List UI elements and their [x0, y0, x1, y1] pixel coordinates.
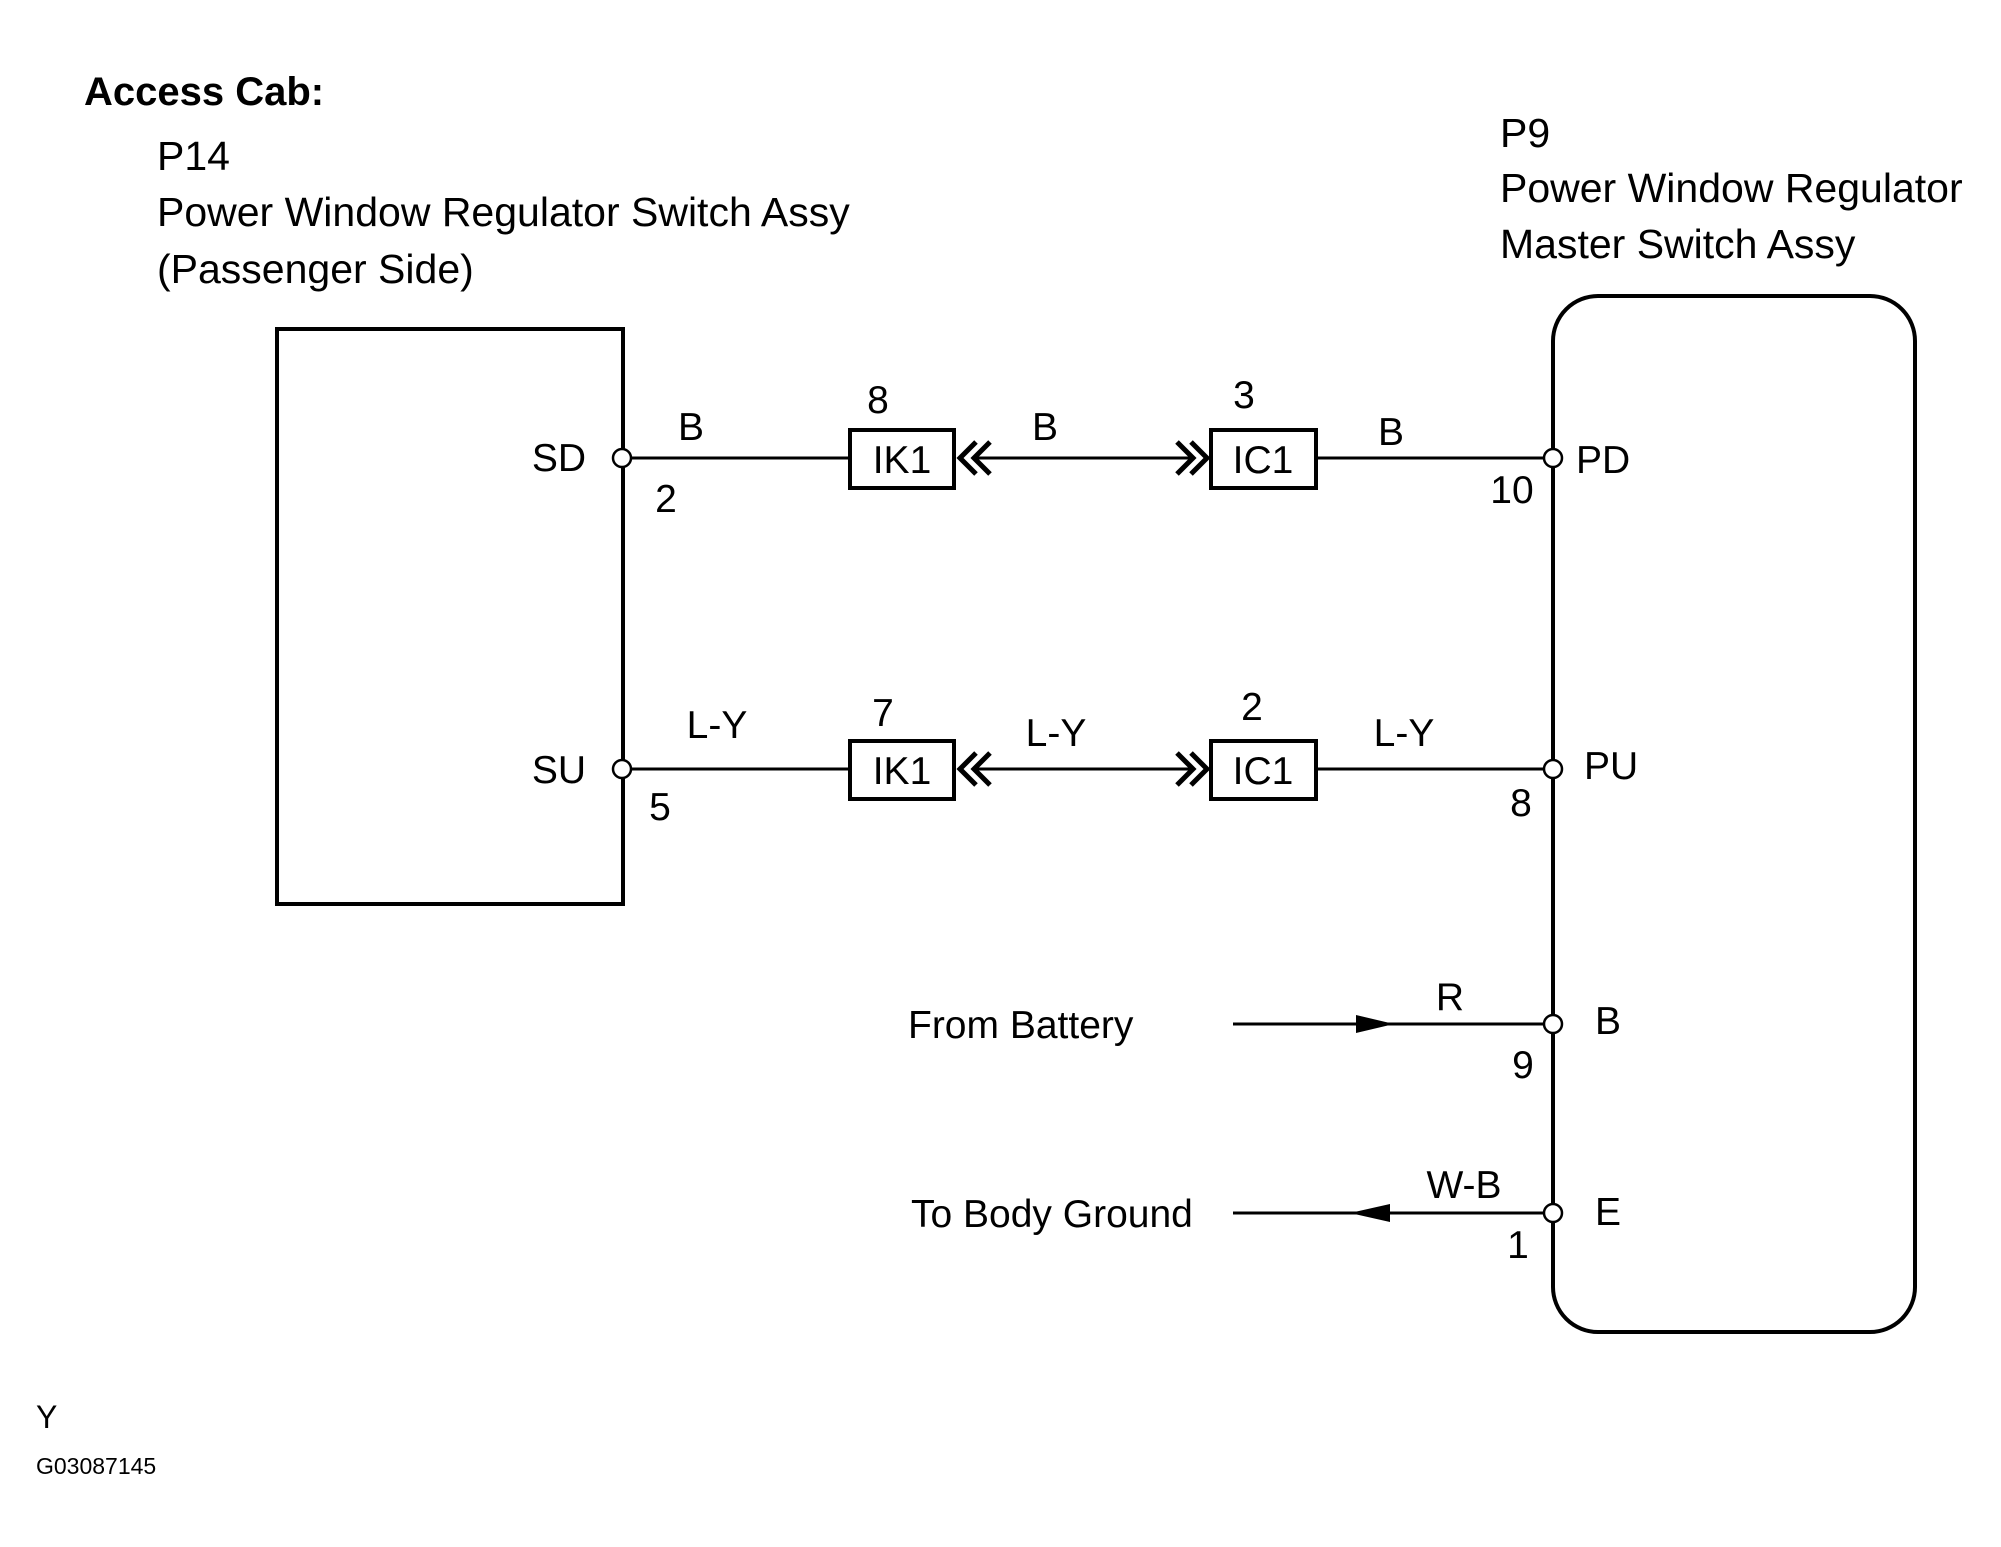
terminal-label-pu: PU: [1584, 745, 1638, 788]
terminal-label-su: SU: [532, 749, 586, 792]
ic1-pin-number: 3: [1233, 374, 1255, 417]
power-feed: From Battery R 9 B: [908, 976, 1621, 1087]
arrow-left-icon: [1350, 1204, 1390, 1222]
circuit-su-pu: IK1 IC1 SU L-Y 5 7 L-Y 2 L-Y 8 PU: [532, 686, 1638, 829]
right-component-code: P9: [1500, 110, 1550, 156]
terminal-pd: [1542, 447, 1564, 469]
terminal-label-b: B: [1595, 1000, 1621, 1043]
terminal-pu: [1542, 758, 1564, 780]
ic1-connector-label: IC1: [1233, 439, 1294, 482]
wire-color-right: L-Y: [1374, 712, 1435, 755]
ic1-connector-label: IC1: [1233, 750, 1294, 793]
pin-number-right: 10: [1490, 469, 1533, 512]
terminal-e: [1542, 1202, 1564, 1224]
terminal-b: [1542, 1013, 1564, 1035]
male-connector-chevron: [1175, 440, 1197, 476]
figure-id: G03087145: [36, 1453, 156, 1479]
right-component-name-line2: Master Switch Assy: [1500, 221, 1856, 267]
ik1-pin-number: 8: [867, 379, 889, 422]
terminal-label-e: E: [1595, 1191, 1621, 1234]
pin-number-left: 2: [655, 478, 677, 521]
ik1-pin-number: 7: [872, 692, 894, 735]
pin-number-left: 5: [649, 786, 671, 829]
female-connector-chevron: [956, 440, 978, 476]
ic1-pin-number: 2: [1241, 686, 1263, 729]
power-wire-color: R: [1436, 976, 1464, 1019]
master-switch-body: [1551, 294, 1917, 1334]
male-connector-chevron: [1189, 751, 1211, 787]
arrow-right-icon: [1356, 1015, 1394, 1033]
ground-feed: To Body Ground W-B 1 E: [911, 1164, 1621, 1267]
wire-color-mid: L-Y: [1026, 712, 1087, 755]
diagram-title: Access Cab:: [84, 70, 324, 114]
power-pin-number: 9: [1512, 1044, 1534, 1087]
terminal-label-sd: SD: [532, 437, 586, 480]
ik1-connector-box: [848, 739, 956, 801]
female-connector-chevron: [956, 751, 978, 787]
male-connector-chevron: [1175, 751, 1197, 787]
wire-color-mid: B: [1032, 406, 1058, 449]
footer-code: Y: [36, 1399, 57, 1435]
ik1-connector-box: [848, 428, 956, 490]
terminal-su: [611, 758, 633, 780]
ground-wire-color: W-B: [1426, 1164, 1501, 1207]
ic1-connector-box: [1209, 739, 1318, 801]
wire-color-left: L-Y: [687, 704, 748, 747]
left-component-code: P14: [157, 133, 230, 179]
left-component-side: (Passenger Side): [157, 246, 474, 292]
ground-pin-number: 1: [1507, 1224, 1529, 1267]
left-component-name: Power Window Regulator Switch Assy: [157, 189, 850, 235]
right-component-name-line1: Power Window Regulator: [1500, 165, 1963, 211]
terminal-sd: [611, 447, 633, 469]
ground-destination-label: To Body Ground: [911, 1193, 1193, 1236]
wire-color-left: B: [678, 406, 704, 449]
power-source-label: From Battery: [908, 1004, 1134, 1047]
ic1-connector-box: [1209, 428, 1318, 490]
pin-number-right: 8: [1510, 782, 1532, 825]
ik1-connector-label: IK1: [873, 750, 932, 793]
circuit-sd-pd: IK1 IC1 SD B 2 8 B 3 B 10 PD: [532, 374, 1630, 521]
passenger-switch-body: [275, 327, 625, 906]
wire-color-right: B: [1378, 411, 1404, 454]
ik1-connector-label: IK1: [873, 439, 932, 482]
male-connector-chevron: [1189, 440, 1211, 476]
terminal-label-pd: PD: [1576, 439, 1630, 482]
